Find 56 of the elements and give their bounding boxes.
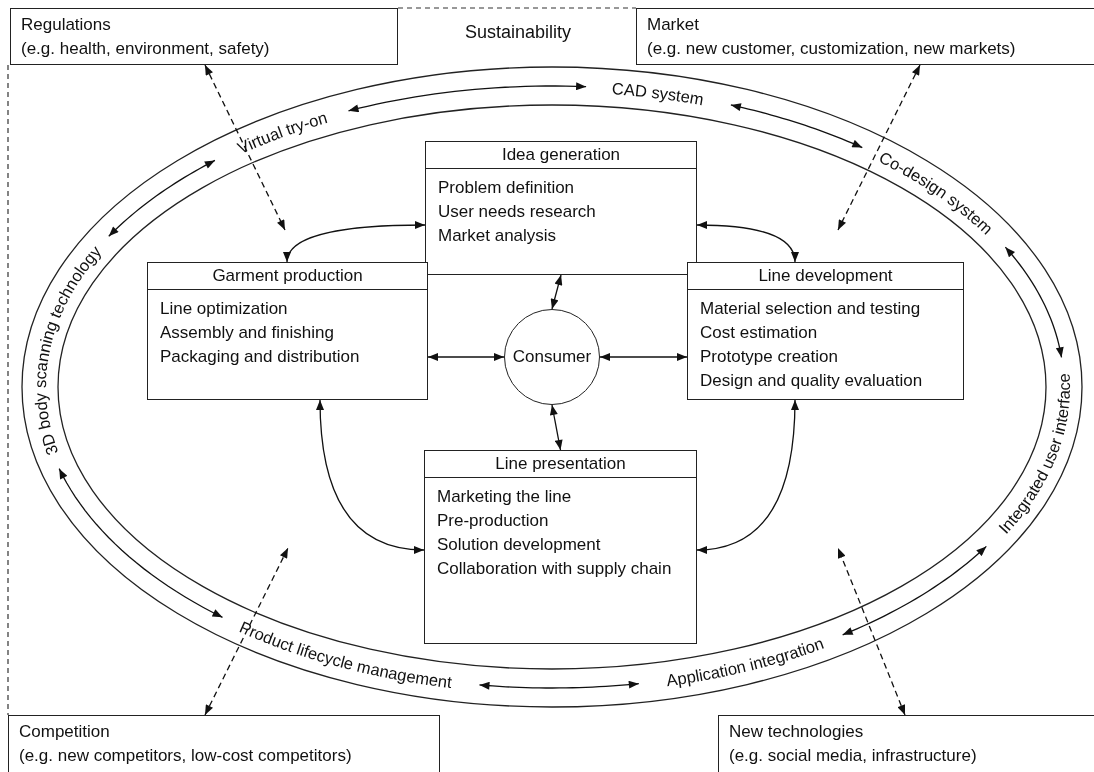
arrow [58,468,224,618]
factor-examples: (e.g. health, environment, safety) [21,38,271,60]
arrow [696,221,798,263]
process-panel [687,262,964,400]
arrow [284,221,426,263]
panel-title: Idea generation [426,142,696,169]
factor-title: Competition [19,721,111,743]
factor-box [636,8,1094,65]
arrow [316,399,425,554]
process-panel [425,141,697,275]
factor-examples: (e.g. new customer, customization, new markets) [647,38,1017,60]
arrow [696,399,799,554]
panel-title: Line development [688,263,963,290]
frame-title: Sustainability [463,22,573,43]
arrow [108,159,216,237]
factor-examples: (e.g. new competitors, low-cost competitors) [19,745,353,767]
arrow [599,353,688,361]
node-label: Consumer [512,347,592,367]
arrow [478,680,640,690]
list-item: Problem definition [438,177,576,199]
process-panel [424,450,697,644]
dashed-arrow [204,64,286,231]
list-item: Material selection and testing [700,298,922,320]
factor-box [10,8,398,65]
arrow [347,82,587,113]
factor-examples: (e.g. social media, infrastructure) [729,745,978,767]
arrow [842,545,987,636]
list-item: Line optimization [160,298,289,320]
factor-box [718,715,1094,772]
list-item: Pre-production [437,510,550,532]
list-item: Marketing the line [437,486,573,508]
arrow [427,353,505,361]
list-item: Prototype creation [700,346,839,368]
arrow [549,404,563,451]
list-item: Design and quality evaluation [700,370,924,392]
list-item: Packaging and distribution [160,346,361,368]
list-item: Collaboration with supply chain [437,558,673,580]
factor-title: New technologies [729,721,865,743]
list-item: Cost estimation [700,322,819,344]
arrow [550,274,563,310]
panel-title: Garment production [148,263,427,290]
arrow [730,103,863,149]
list-item: Market analysis [438,225,558,247]
process-panel [147,262,428,400]
list-item: Assembly and finishing [160,322,335,344]
factor-title: Regulations [21,14,112,36]
list-item: User needs research [438,201,597,223]
list-item: Solution development [437,534,602,556]
factor-title: Market [647,14,700,36]
ring-label: Virtual try-on [234,107,330,158]
dashed-arrow [204,547,289,716]
factor-box [8,715,440,772]
dashed-arrow [837,547,906,716]
arrow [1004,246,1064,359]
ring-label: CAD system [611,79,706,109]
panel-title: Line presentation [425,451,696,478]
